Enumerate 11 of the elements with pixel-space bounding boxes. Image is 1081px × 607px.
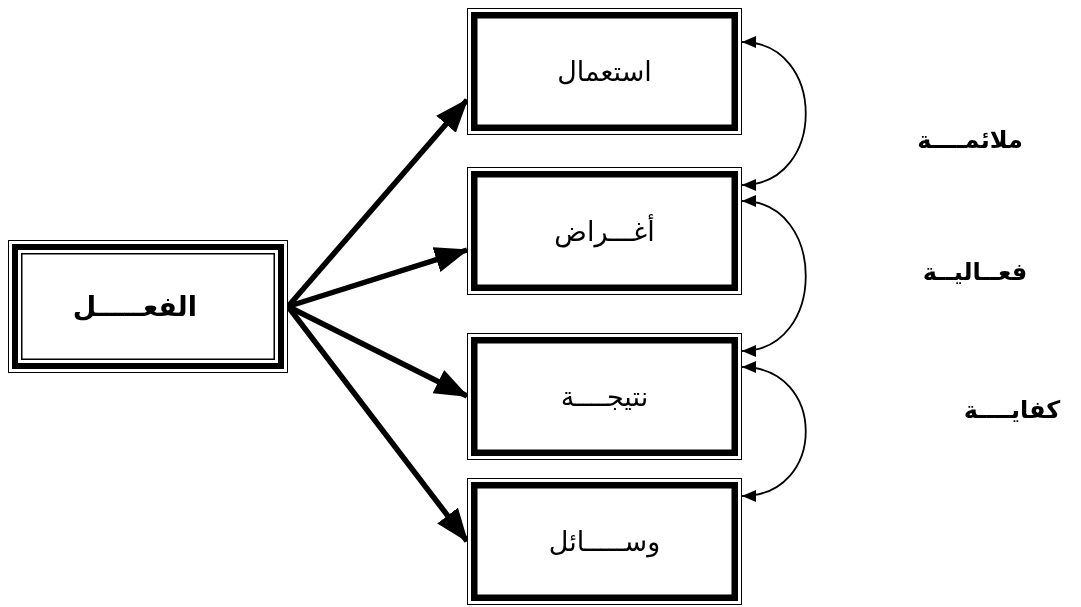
text-box: وســـــائل [467, 478, 742, 605]
side-label: فعــاليــة [922, 258, 1028, 286]
text-box: نتيجــــة [467, 333, 742, 460]
text-box: الفعـــــل [8, 240, 288, 373]
text-box: استعمال [467, 8, 742, 135]
text-box: أغـــراض [467, 167, 742, 295]
arrow [741, 362, 807, 501]
side-label: كفايــــة [963, 396, 1061, 424]
side-label: ملائمــــة [917, 126, 1023, 154]
arrow [741, 197, 807, 355]
arrow [741, 38, 807, 189]
